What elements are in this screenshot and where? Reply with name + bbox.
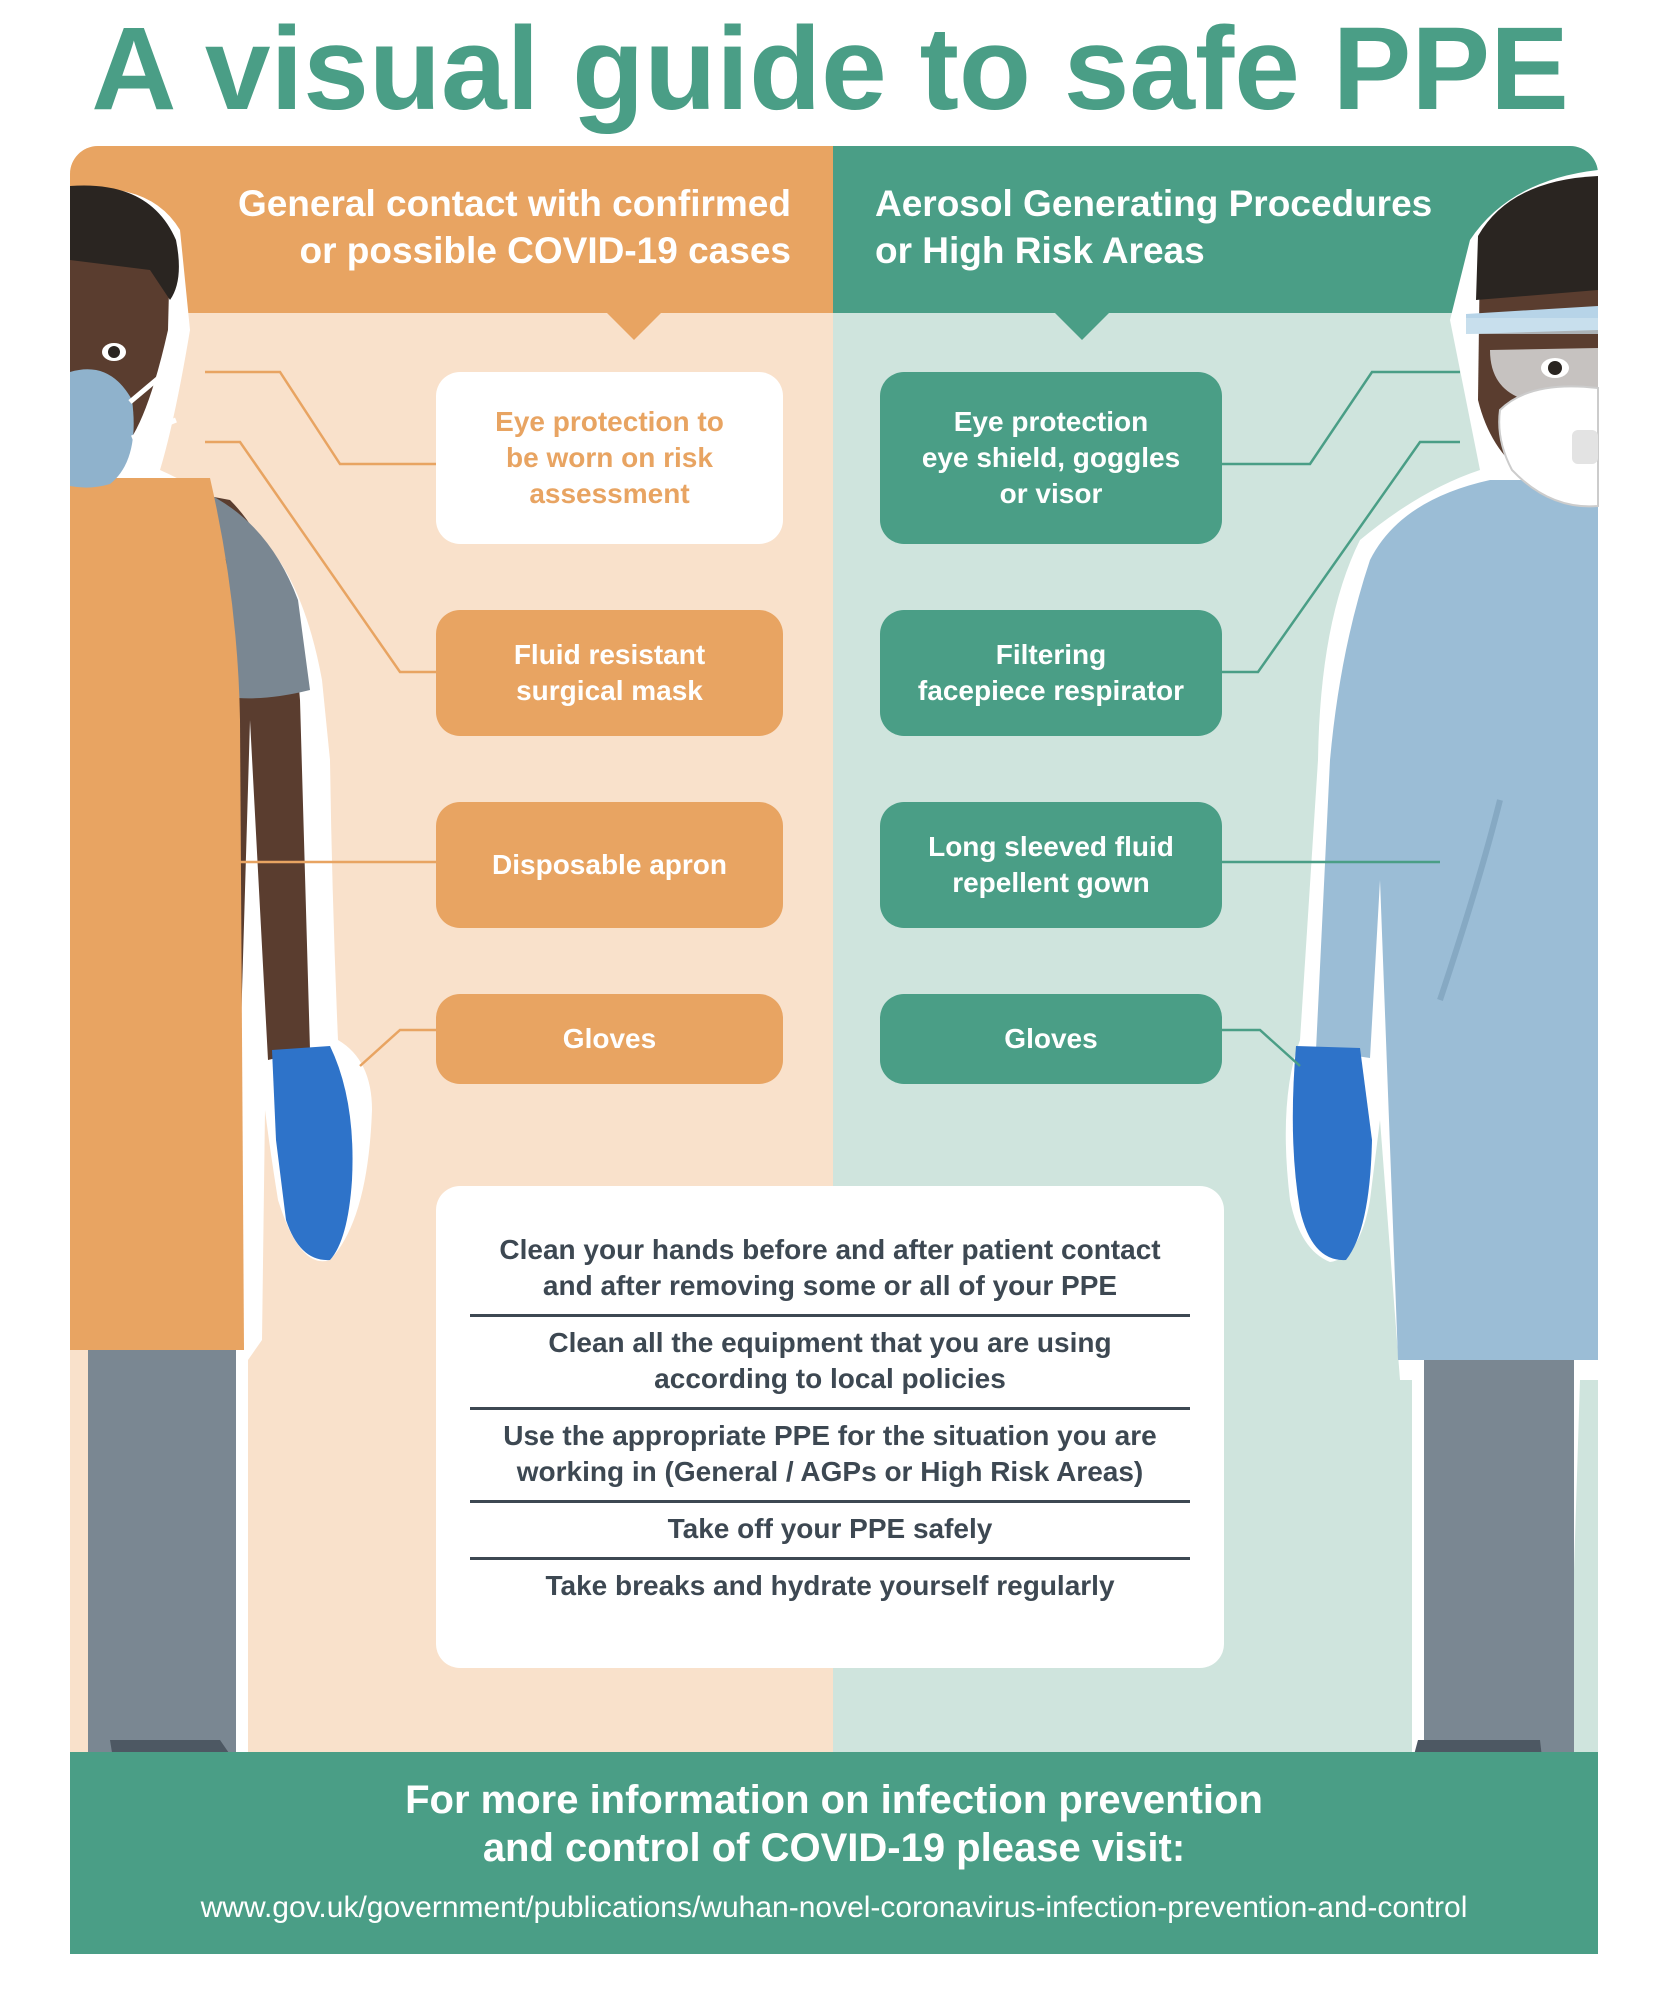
aerosol-heading: Aerosol Generating Procedures or High Ri… <box>875 183 1433 271</box>
item-disposable-apron: Disposable apron <box>436 802 783 928</box>
tip-item: Use the appropriate PPE for the situatio… <box>470 1410 1190 1503</box>
item-surgical-mask: Fluid resistant surgical mask <box>436 610 783 736</box>
tip-item: Take breaks and hydrate yourself regular… <box>545 1570 1115 1601</box>
item-eye-protection-aerosol: Eye protection eye shield, goggles or vi… <box>880 372 1222 544</box>
footer-message: For more information on infection preven… <box>405 1778 1263 1870</box>
item-label: Gloves <box>1004 1023 1098 1054</box>
right-worker-figure <box>1285 170 1599 1850</box>
item-respirator: Filtering facepiece respirator <box>880 610 1222 736</box>
guidance-tips-box: Clean your hands before and after patien… <box>436 1186 1224 1668</box>
tip-item: Clean your hands before and after patien… <box>470 1224 1190 1317</box>
item-label: Eye protection to be worn on risk assess… <box>495 406 724 509</box>
item-label: Long sleeved fluid repellent gown <box>928 831 1174 898</box>
left-connector-lines <box>205 370 436 1067</box>
item-gloves-aerosol: Gloves <box>880 994 1222 1084</box>
left-worker-figure <box>70 185 372 1850</box>
item-label: Fluid resistant surgical mask <box>513 639 706 706</box>
item-eye-protection-general: Eye protection to be worn on risk assess… <box>436 372 783 544</box>
tip-item: Take off your PPE safely <box>470 1503 1190 1560</box>
aerosol-header: Aerosol Generating Procedures or High Ri… <box>833 146 1598 313</box>
item-label: Gloves <box>562 1023 657 1054</box>
item-gloves-general: Gloves <box>436 994 783 1084</box>
item-label: Disposable apron <box>492 849 727 880</box>
header-pointer <box>606 312 662 340</box>
page-title: A visual guide to safe PPE <box>91 3 1569 135</box>
item-label: Filtering facepiece respirator <box>917 639 1185 706</box>
item-label: Eye protection eye shield, goggles or vi… <box>921 406 1181 509</box>
footer-url[interactable]: www.gov.uk/government/publications/wuhan… <box>200 1891 1468 1924</box>
header-pointer <box>1054 312 1110 340</box>
item-gown: Long sleeved fluid repellent gown <box>880 802 1222 928</box>
tip-item: Clean all the equipment that you are usi… <box>470 1317 1190 1410</box>
right-connector-lines <box>1222 370 1460 1067</box>
more-info-footer: For more information on infection preven… <box>70 1752 1598 1954</box>
general-contact-header: General contact with confirmed or possib… <box>70 146 833 313</box>
general-contact-heading: General contact with confirmed or possib… <box>237 183 791 271</box>
